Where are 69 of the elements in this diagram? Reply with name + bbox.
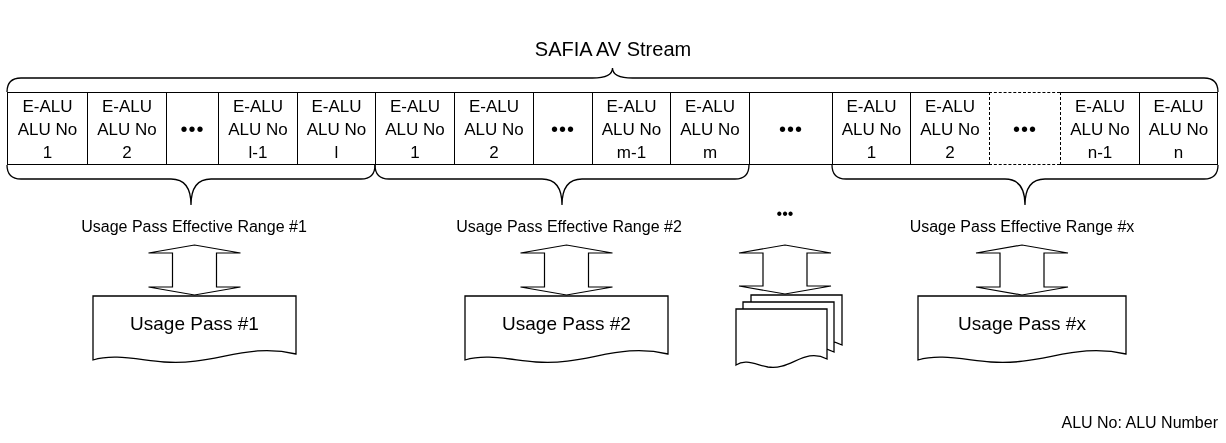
ellipsis: ••• — [779, 118, 803, 141]
cell-type: E-ALU — [606, 96, 657, 118]
cell-type: E-ALU — [311, 96, 362, 118]
ellipsis-cell — [166, 92, 218, 165]
double-block-arrow — [738, 244, 832, 295]
alu-cell — [218, 92, 297, 165]
alu-number: n — [1173, 142, 1184, 164]
alu-number: 2 — [945, 142, 955, 164]
alu-number: 1 — [866, 142, 877, 164]
alu-number: 2 — [122, 142, 132, 164]
cell-field: ALU No — [228, 118, 288, 141]
range-label: Usage Pass Effective Range #1 — [81, 218, 307, 236]
alu-number: 1 — [42, 142, 53, 164]
alu-number: m — [702, 142, 718, 164]
cell-field: ALU No — [920, 118, 980, 141]
cell-type: E-ALU — [924, 96, 976, 118]
alu-cell — [87, 92, 166, 165]
ellipsis-cell — [533, 92, 592, 165]
cell-field: ALU No — [385, 118, 445, 141]
alu-cell — [1139, 92, 1218, 165]
cell-type: E-ALU — [101, 96, 153, 118]
diagram-title: SAFIA AV Stream — [533, 38, 693, 61]
double-block-arrow — [147, 244, 242, 296]
ellipsis: ••• — [551, 118, 575, 141]
alu-cell — [375, 92, 454, 165]
cell-type: E-ALU — [232, 96, 284, 118]
alu-cell — [297, 92, 375, 165]
double-block-arrow — [975, 244, 1069, 296]
alu-cell — [7, 92, 87, 165]
ellipsis-cell — [989, 92, 1060, 165]
cell-type: E-ALU — [22, 96, 73, 118]
ellipsis: ••• — [180, 118, 205, 141]
ellipsis: ••• — [776, 205, 794, 223]
alu-number: l — [334, 142, 339, 164]
cell-field: ALU No — [1070, 118, 1130, 141]
alu-cell — [832, 92, 910, 165]
alu-number: n-1 — [1087, 142, 1113, 164]
cell-field: ALU No — [680, 118, 740, 141]
cell-field: ALU No — [1148, 118, 1209, 141]
alu-number: l-1 — [248, 142, 268, 164]
cell-field: ALU No — [17, 118, 78, 141]
cell-field: ALU No — [464, 118, 524, 141]
cell-type: E-ALU — [389, 96, 441, 118]
cell-type: E-ALU — [468, 96, 520, 118]
cell-type: E-ALU — [1074, 96, 1126, 118]
alu-cell — [454, 92, 533, 165]
cell-field: ALU No — [97, 118, 157, 141]
cell-type: E-ALU — [1153, 96, 1204, 118]
alu-cell — [592, 92, 670, 165]
alu-number: 1 — [410, 142, 420, 164]
ellipsis-cell — [749, 92, 832, 165]
usage-pass-label: Usage Pass #x — [958, 313, 1086, 335]
cell-field: ALU No — [841, 118, 902, 141]
cell-field: ALU No — [306, 118, 367, 141]
alu-cell — [910, 92, 989, 165]
alu-number: 2 — [489, 142, 499, 164]
cell-type: E-ALU — [684, 96, 736, 118]
cell-field: ALU No — [601, 118, 662, 141]
range-label: Usage Pass Effective Range #x — [909, 218, 1135, 236]
range-label: Usage Pass Effective Range #2 — [456, 218, 682, 236]
ellipsis: ••• — [1013, 118, 1037, 141]
usage-pass-label: Usage Pass #1 — [130, 313, 259, 335]
cell-type: E-ALU — [846, 96, 897, 118]
footnote: ALU No: ALU Number — [1061, 414, 1218, 432]
double-block-arrow — [519, 244, 614, 296]
alu-cell — [1060, 92, 1139, 165]
alu-number: m-1 — [616, 142, 647, 164]
alu-cell — [670, 92, 749, 165]
usage-pass-label: Usage Pass #2 — [502, 313, 631, 335]
